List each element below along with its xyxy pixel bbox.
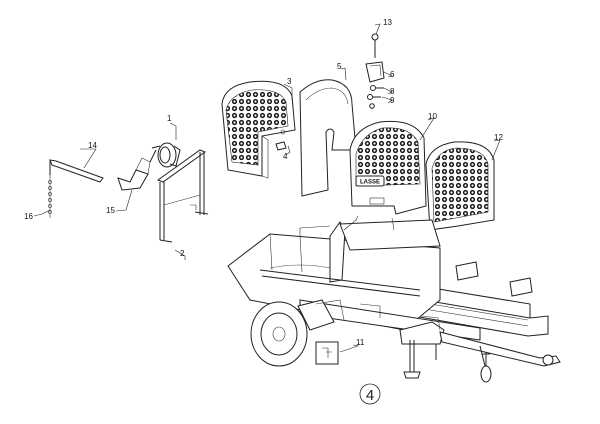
part-9-bolt bbox=[367, 94, 381, 109]
callout-11: 11 bbox=[356, 338, 365, 347]
callout-6: 6 bbox=[390, 70, 395, 79]
part-1-winch bbox=[149, 142, 181, 168]
brand-badge: LASSE bbox=[360, 180, 380, 186]
part-4-clip bbox=[275, 141, 287, 151]
part-12-mesh-cover bbox=[425, 141, 495, 231]
part-3-mesh-cover bbox=[221, 80, 296, 179]
part-16-chain bbox=[48, 175, 52, 218]
callout-labels: 1 2 3 4 5 6 8 9 10 11 12 13 14 15 16 bbox=[24, 18, 503, 347]
callout-10: 10 bbox=[428, 112, 437, 121]
part-15-bracket bbox=[117, 157, 151, 191]
part-8-bolt bbox=[370, 85, 384, 91]
page-mark: 4 bbox=[359, 383, 381, 405]
callout-3: 3 bbox=[287, 77, 292, 86]
callout-4: 4 bbox=[283, 152, 288, 161]
page-mark-number: 4 bbox=[366, 387, 374, 404]
callout-15: 15 bbox=[106, 206, 115, 215]
part-2-stand bbox=[156, 149, 209, 243]
callout-5: 5 bbox=[337, 62, 342, 71]
callout-8: 8 bbox=[390, 87, 395, 96]
callout-12: 12 bbox=[494, 133, 503, 142]
part-10-mesh-cover: LASSE bbox=[349, 120, 427, 215]
callout-13: 13 bbox=[383, 18, 392, 27]
log-splitter-machine bbox=[227, 215, 561, 383]
part-6-plate bbox=[365, 61, 385, 83]
callout-16: 16 bbox=[24, 212, 33, 221]
callout-2: 2 bbox=[180, 249, 185, 258]
callout-1: 1 bbox=[167, 114, 172, 123]
leader-lines bbox=[33, 23, 501, 353]
callout-9: 9 bbox=[390, 96, 395, 105]
part-5-plain-cover bbox=[299, 79, 357, 197]
part-14-rod bbox=[49, 159, 104, 183]
callout-14: 14 bbox=[88, 141, 97, 150]
part-13-screw bbox=[371, 33, 379, 58]
